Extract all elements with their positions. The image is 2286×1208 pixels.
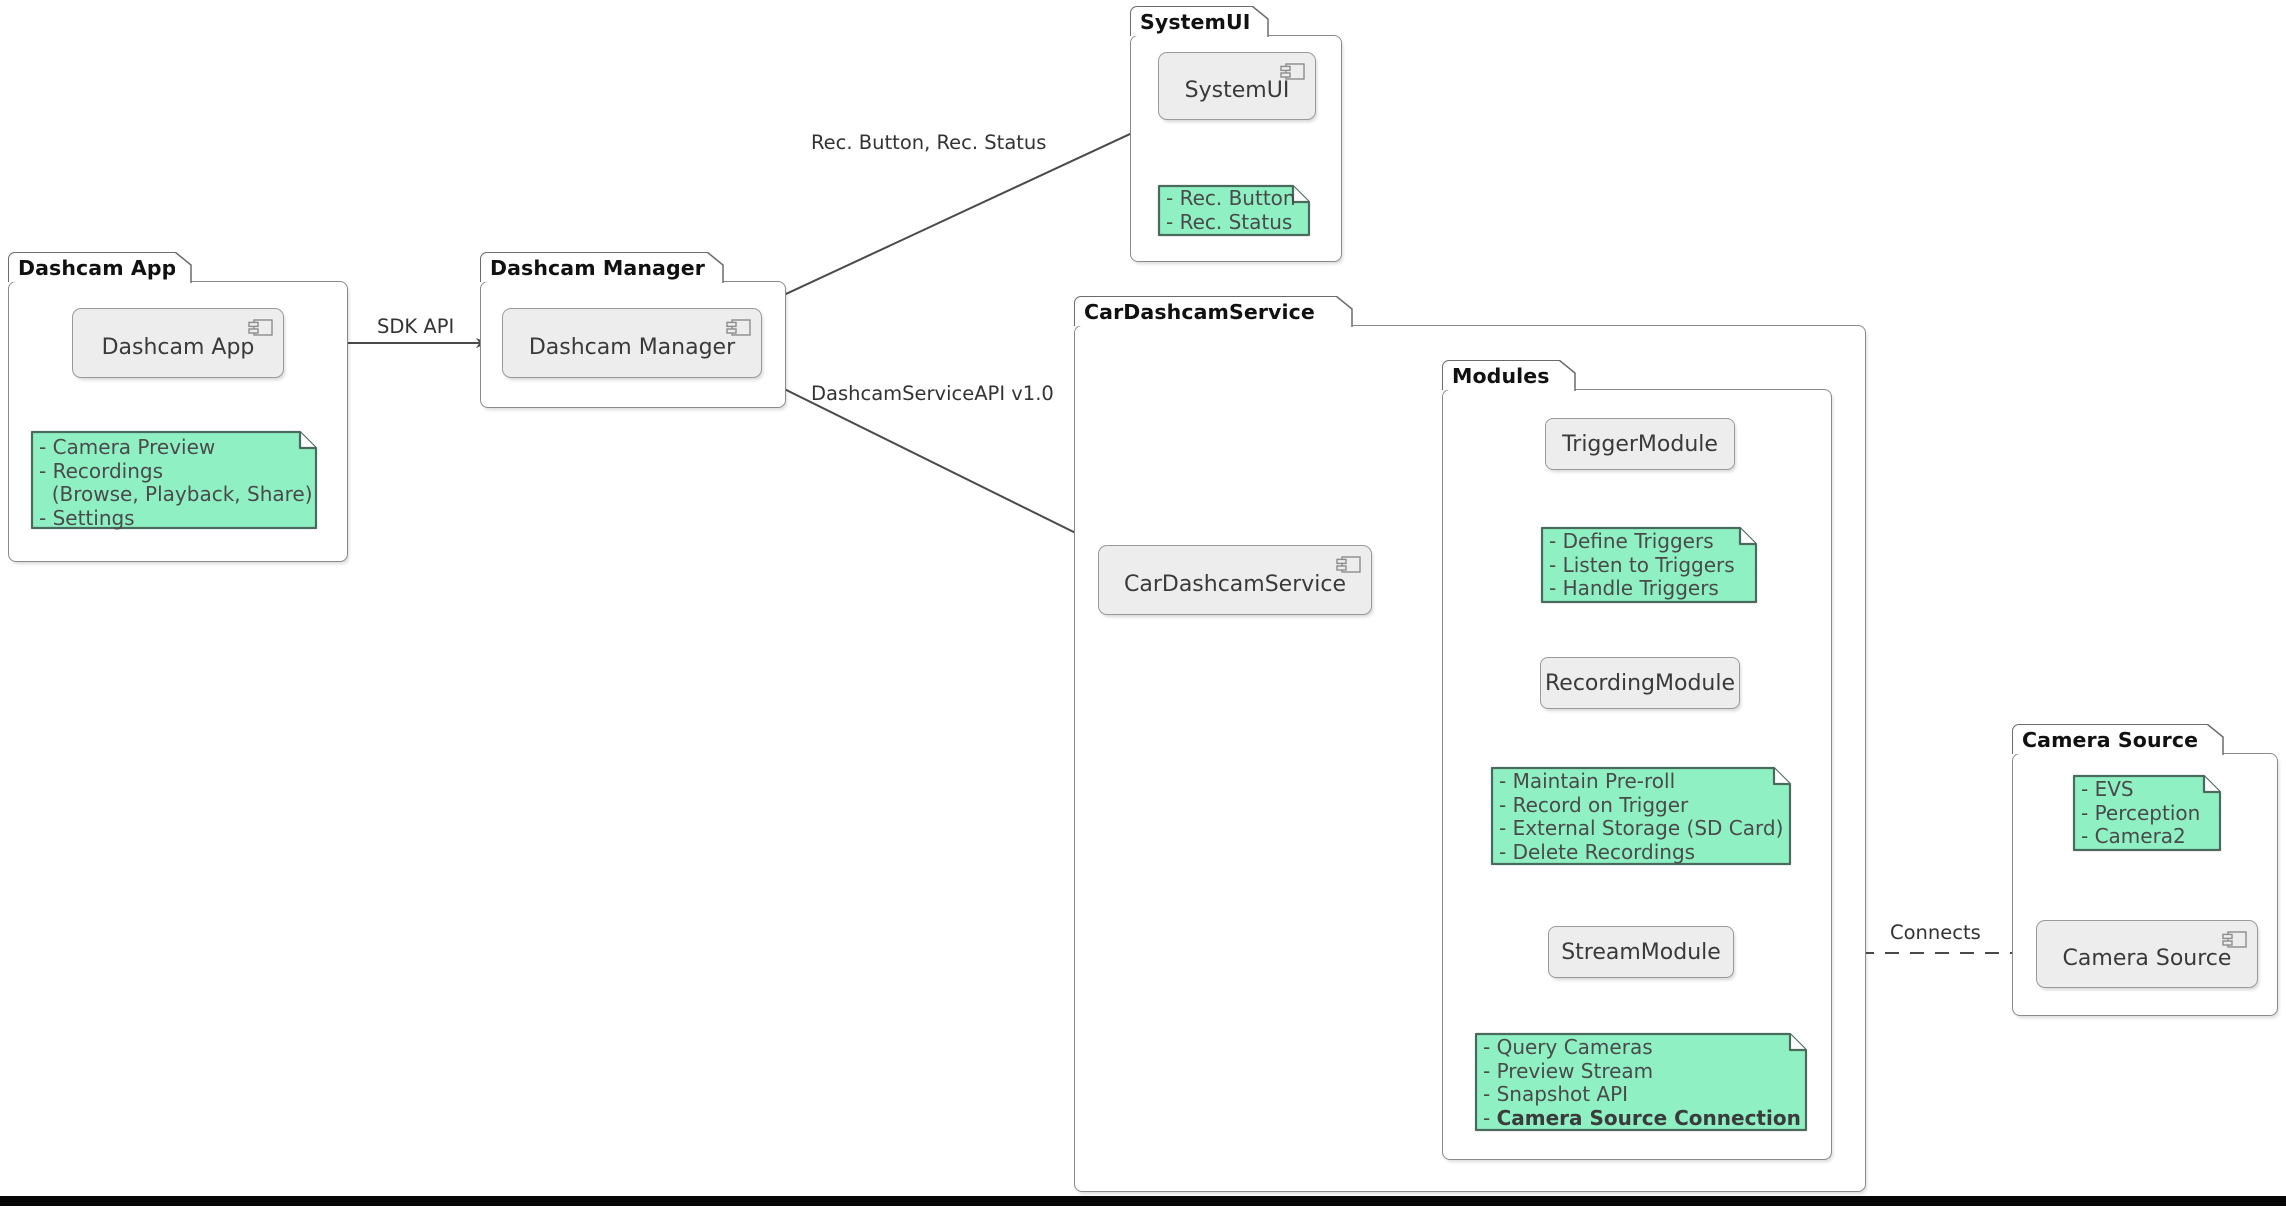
component-icon xyxy=(726,319,751,336)
note-camera-source: - EVS - Perception - Camera2 xyxy=(2070,772,2224,854)
package-tab-camera-source: Camera Source xyxy=(2012,724,2208,754)
package-tab-fold-systemui xyxy=(1252,6,1270,37)
package-tab-cardashcamservice: CarDashcamService xyxy=(1074,296,1337,326)
component-systemui[interactable]: SystemUI xyxy=(1158,52,1316,120)
package-label-modules: Modules xyxy=(1452,363,1550,388)
note-dashcam-app: - Camera Preview - Recordings (Browse, P… xyxy=(28,428,320,532)
package-label-camera-source: Camera Source xyxy=(2022,727,2199,752)
edge-label-rec-button-rec-status: Rec. Button, Rec. Status xyxy=(811,131,1047,154)
component-label-dashcam-manager: Dashcam Manager xyxy=(528,334,736,360)
note-text-camera-source: - EVS - Perception - Camera2 xyxy=(2081,777,2201,848)
bottom-bar xyxy=(0,1196,2286,1206)
component-cardashcamservice[interactable]: CarDashcamService xyxy=(1098,545,1372,615)
module-trigger-module[interactable]: TriggerModule xyxy=(1545,418,1735,470)
note-shape xyxy=(1540,526,1758,604)
note-recording-module: - Maintain Pre-roll - Record on Trigger … xyxy=(1488,764,1794,868)
package-tab-fold-modules xyxy=(1559,360,1577,391)
package-label-dashcam-manager: Dashcam Manager xyxy=(490,255,705,280)
note-shape xyxy=(30,430,318,530)
package-tab-systemui: SystemUI xyxy=(1130,6,1253,36)
edge-manager-to-systemui xyxy=(729,126,1146,321)
note-text-systemui: - Rec. Button - Rec. Status xyxy=(1166,186,1296,234)
edge-label-connects: Connects xyxy=(1890,921,1981,944)
note-trigger-module: - Define Triggers - Listen to Triggers -… xyxy=(1538,524,1760,606)
note-shape xyxy=(1157,184,1311,237)
note-stream-module: - Query Cameras - Preview Stream - Snaps… xyxy=(1472,1030,1810,1134)
component-icon xyxy=(1336,556,1361,573)
package-tab-fold-cardashcamservice xyxy=(1336,296,1354,327)
note-systemui: - Rec. Button - Rec. Status xyxy=(1155,182,1313,239)
module-stream-module[interactable]: StreamModule xyxy=(1548,926,1734,978)
component-label-cardashcamservice: CarDashcamService xyxy=(1123,571,1347,597)
component-label-systemui: SystemUI xyxy=(1184,77,1290,103)
component-label-dashcam-app: Dashcam App xyxy=(101,334,255,360)
component-label-camera-source: Camera Source xyxy=(2062,945,2232,971)
edge-label-dashcamserviceapi: DashcamServiceAPI v1.0 xyxy=(811,382,1054,405)
package-tab-modules: Modules xyxy=(1442,360,1560,390)
note-shape xyxy=(1474,1032,1808,1132)
package-tab-dashcam-app: Dashcam App xyxy=(8,252,176,282)
component-camera-source[interactable]: Camera Source xyxy=(2036,920,2258,988)
module-recording-module[interactable]: RecordingModule xyxy=(1540,657,1740,709)
package-tab-fold-dashcam-app xyxy=(175,252,193,283)
package-label-cardashcamservice: CarDashcamService xyxy=(1084,299,1315,324)
package-tab-fold-dashcam-manager xyxy=(707,252,725,283)
component-dashcam-app[interactable]: Dashcam App xyxy=(72,308,284,378)
note-text-stream-module: - Query Cameras - Preview Stream - Snaps… xyxy=(1483,1035,1801,1130)
package-label-dashcam-app: Dashcam App xyxy=(18,255,177,280)
note-text-recording-module: - Maintain Pre-roll - Record on Trigger … xyxy=(1499,769,1784,864)
edge-label-sdk-api: SDK API xyxy=(377,315,455,338)
module-label-trigger-module: TriggerModule xyxy=(1562,431,1718,457)
package-tab-fold-camera-source xyxy=(2207,724,2225,755)
module-label-stream-module: StreamModule xyxy=(1561,939,1721,965)
package-tab-dashcam-manager: Dashcam Manager xyxy=(480,252,708,282)
package-label-systemui: SystemUI xyxy=(1140,9,1251,34)
note-text-trigger-module: - Define Triggers - Listen to Triggers -… xyxy=(1549,529,1735,600)
component-dashcam-manager[interactable]: Dashcam Manager xyxy=(502,308,762,378)
note-text-dashcam-app: - Camera Preview - Recordings (Browse, P… xyxy=(39,435,313,530)
component-icon xyxy=(248,319,273,336)
component-icon xyxy=(1280,63,1305,80)
module-label-recording-module: RecordingModule xyxy=(1544,670,1736,696)
component-icon xyxy=(2222,931,2247,948)
